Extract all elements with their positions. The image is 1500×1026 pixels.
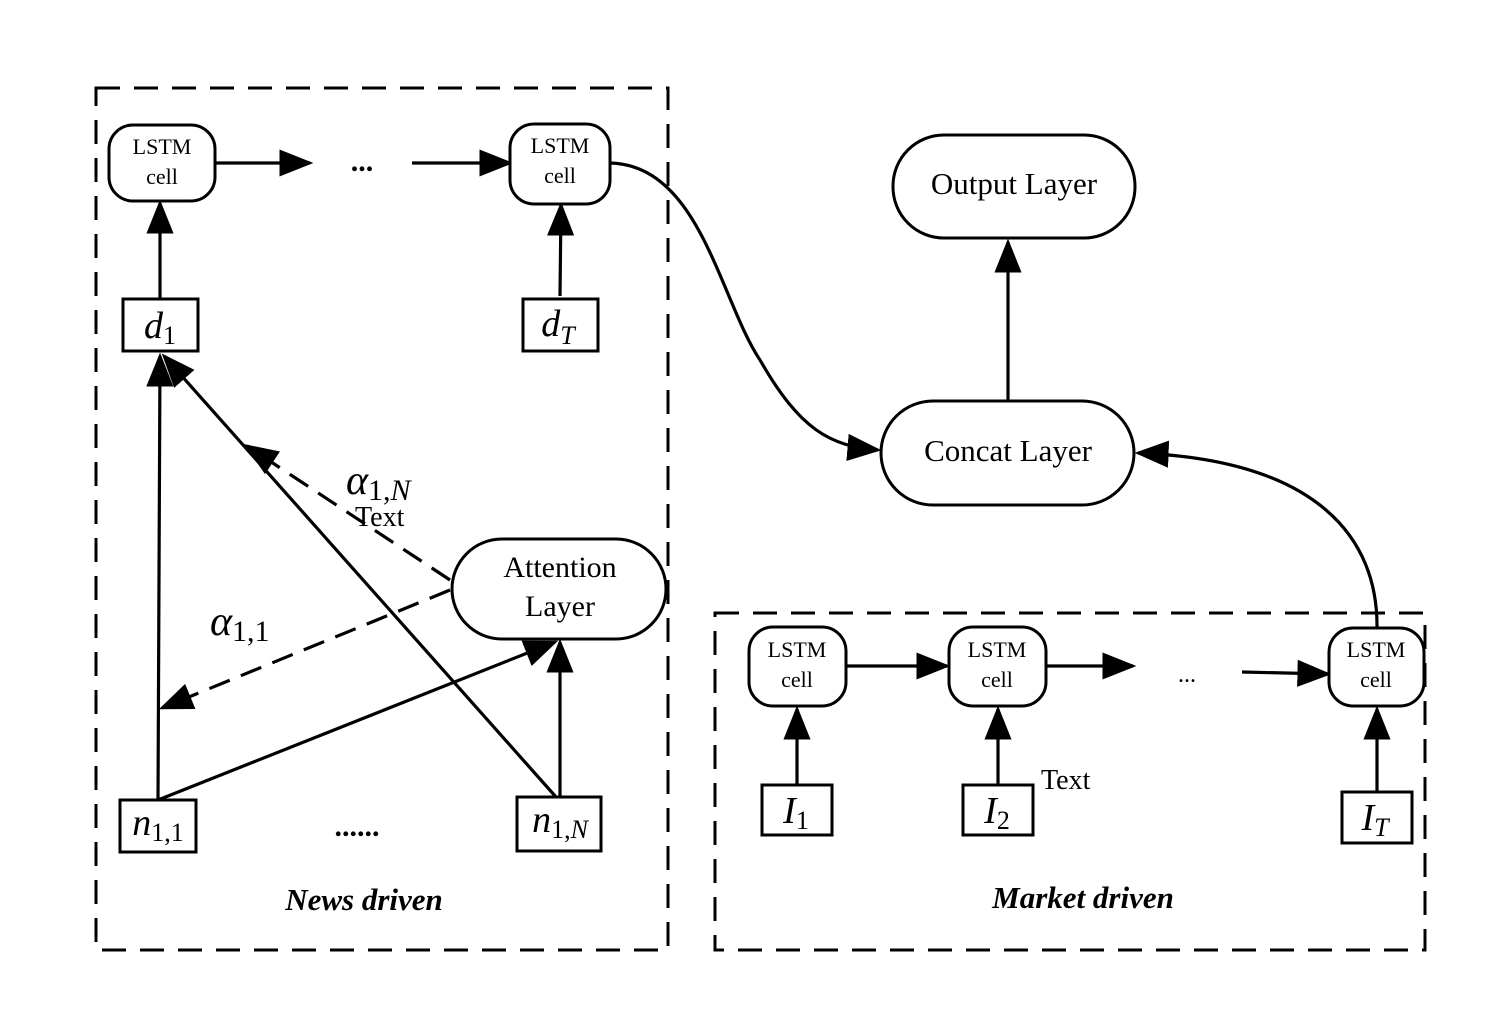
- market-text-note: Text: [1041, 765, 1091, 796]
- concat-layer-label: Concat Layer: [924, 433, 1093, 468]
- alpha-1N-base: α: [346, 458, 369, 504]
- edge-attention-alpha11: [158, 588, 451, 710]
- n1N-sub-letter: N: [570, 815, 590, 844]
- label-alpha-11: α1,1: [210, 599, 270, 648]
- attention-label-line1: Attention: [503, 551, 616, 584]
- I1-base: I: [782, 790, 798, 832]
- news-lstm-cell-first: LSTM cell: [107, 123, 217, 203]
- n11-sub: 1,1: [151, 818, 184, 847]
- label-alpha-1N: α1,N: [346, 458, 413, 507]
- dT-sub: T: [560, 321, 576, 350]
- attention-layer: Attention Layer: [450, 537, 668, 641]
- node-dT: dT: [521, 297, 600, 353]
- output-layer: Output Layer: [891, 133, 1137, 240]
- svg-text:n1,1: n1,1: [132, 802, 184, 847]
- node-d1: d1: [121, 297, 200, 353]
- alpha-1N-sub-number: 1,: [368, 474, 391, 507]
- lstm-label-line1: LSTM: [968, 637, 1027, 662]
- market-lstm-cell-last: LSTM cell: [1327, 626, 1426, 708]
- output-layer-label: Output Layer: [931, 166, 1098, 201]
- n11-base: n: [132, 802, 151, 844]
- IT-sub: T: [1374, 813, 1390, 842]
- edge-n11-to-attention: [157, 640, 559, 802]
- lstm-label-line2: cell: [146, 164, 178, 189]
- dT-base: d: [541, 303, 561, 345]
- lstm-label-line2: cell: [781, 667, 813, 692]
- market-lstm-cell-2: LSTM cell: [947, 625, 1048, 708]
- market-lstm-ellipsis: ...: [1178, 662, 1196, 688]
- edge-news-to-concat: [609, 161, 882, 462]
- lstm-label-line2: cell: [544, 163, 576, 188]
- alpha-1N-sub-letter: N: [390, 474, 413, 507]
- svg-text:I1: I1: [782, 790, 809, 835]
- d1-base: d: [144, 305, 164, 347]
- news-driven-group: [94, 86, 670, 952]
- attention-label-line2: Layer: [525, 590, 595, 623]
- svg-text:dT: dT: [541, 303, 576, 350]
- svg-text:n1,N: n1,N: [532, 799, 590, 844]
- lstm-label-line2: cell: [981, 667, 1013, 692]
- alpha-11-sub: 1,1: [232, 615, 270, 648]
- edge-market-to-concat: [1134, 440, 1379, 629]
- edge-n1N-to-d1: [161, 353, 558, 799]
- edge-ellipsis-to-mlstmT: [1241, 659, 1332, 687]
- edge-dT-to-lstmT: [547, 201, 575, 297]
- market-lstm-cell-1: LSTM cell: [747, 625, 848, 708]
- news-text-note: Text: [355, 502, 405, 533]
- node-n1N: n1,N: [515, 795, 603, 853]
- d1-sub: 1: [163, 321, 176, 350]
- node-n11: n1,1: [118, 798, 198, 854]
- n1N-sub-number: 1,: [551, 815, 571, 844]
- lstm-label-line2: cell: [1360, 667, 1392, 692]
- lstm-label-line1: LSTM: [1347, 637, 1406, 662]
- lstm-label-line1: LSTM: [531, 133, 590, 158]
- node-I1: I1: [760, 783, 834, 837]
- market-driven-label: Market driven: [991, 880, 1174, 915]
- news-lstm-ellipsis: ...: [351, 145, 374, 178]
- I2-base: I: [983, 790, 999, 832]
- n1N-base: n: [532, 799, 551, 841]
- I1-sub: 1: [796, 806, 809, 835]
- lstm-label-line1: LSTM: [768, 637, 827, 662]
- edge-n11-to-d1: [146, 352, 174, 801]
- edge-attention-alpha1N: [244, 444, 451, 582]
- concat-layer: Concat Layer: [879, 399, 1136, 507]
- news-input-dots: ......: [335, 810, 380, 843]
- IT-base: I: [1360, 797, 1376, 839]
- I2-sub: 2: [997, 806, 1010, 835]
- alpha-11-base: α: [210, 599, 233, 645]
- node-IT: IT: [1340, 790, 1414, 845]
- svg-text:I2: I2: [983, 790, 1010, 835]
- news-lstm-cell-last: LSTM cell: [508, 122, 612, 206]
- node-I2: I2: [961, 783, 1035, 837]
- lstm-label-line1: LSTM: [133, 134, 192, 159]
- svg-text:d1: d1: [144, 305, 176, 350]
- market-driven-group: [713, 611, 1427, 952]
- svg-text:IT: IT: [1360, 797, 1390, 842]
- news-driven-label: News driven: [284, 882, 443, 917]
